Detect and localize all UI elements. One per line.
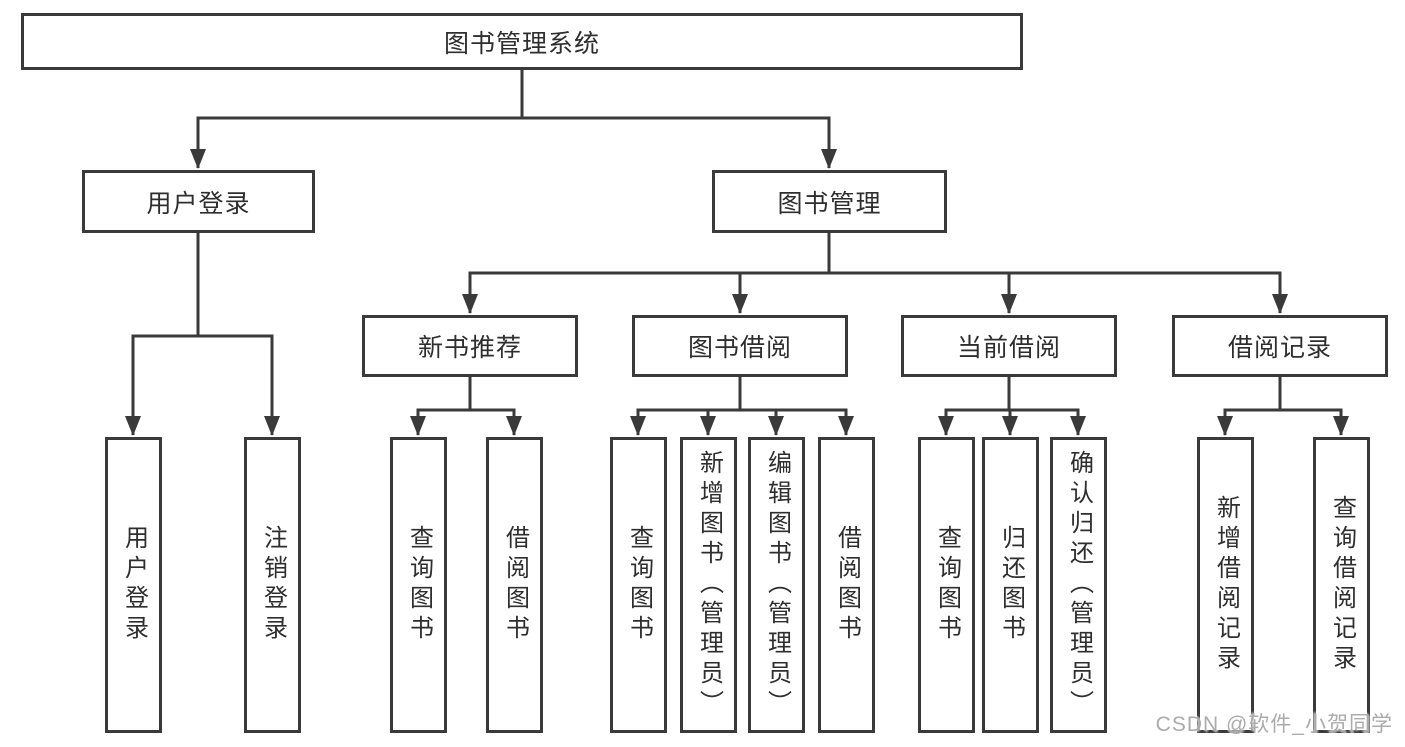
leaf-node-return-books: 归还图书 (982, 437, 1039, 733)
section-node-new-book-recommendation: 新书推荐 (362, 315, 578, 377)
connector-newbooks-query (410, 377, 472, 436)
leaf-node-add-borrow-record: 新增借阅记录 (1197, 437, 1254, 733)
connector-borrow-add (700, 377, 742, 436)
connector-records-query (1278, 377, 1349, 436)
connector-mgmt-borrow-records (827, 233, 1288, 314)
connector-current-confirm (1007, 377, 1086, 436)
node-book-management: 图书管理 (712, 170, 947, 233)
connector-records-add (1217, 377, 1282, 436)
leaf-node-confirm-return-admin: 确认归还（管理员） (1050, 437, 1107, 733)
leaf-node-edit-books-admin: 编辑图书（管理员） (748, 437, 805, 733)
leaf-node-query-books-2: 查询图书 (610, 437, 667, 733)
connector-login-user-login (125, 233, 200, 436)
connector-root-book-management (520, 70, 837, 169)
connector-borrow-query (630, 377, 742, 436)
leaf-node-borrow-books-1: 借阅图书 (486, 437, 543, 733)
section-node-book-borrowing: 图书借阅 (632, 315, 848, 377)
connector-login-logout (196, 233, 280, 436)
connector-mgmt-book-borrow (732, 233, 831, 314)
connector-mgmt-new-books (462, 233, 831, 314)
connector-current-query (938, 377, 1011, 436)
connector-borrow-borrow (738, 377, 854, 436)
leaf-node-user-login: 用户登录 (105, 437, 162, 733)
node-user-login: 用户登录 (82, 170, 315, 233)
section-node-current-borrowing: 当前借阅 (901, 315, 1117, 377)
connector-current-return (1002, 377, 1018, 436)
connector-root-user-login (190, 70, 524, 169)
watermark: CSDN @软件_小贺同学 (1155, 713, 1393, 736)
root-node-library-system: 图书管理系统 (21, 13, 1023, 70)
leaf-node-query-borrow-record: 查询借阅记录 (1313, 437, 1370, 733)
connector-mgmt-current-borrow (827, 233, 1017, 314)
leaf-node-add-books-admin: 新增图书（管理员） (680, 437, 737, 733)
connector-newbooks-borrow (468, 377, 522, 436)
leaf-node-query-books-1: 查询图书 (390, 437, 447, 733)
connector-borrow-edit (738, 377, 784, 436)
section-node-borrowing-records: 借阅记录 (1172, 315, 1388, 377)
leaf-node-borrow-books-2: 借阅图书 (818, 437, 875, 733)
leaf-node-logout: 注销登录 (244, 437, 301, 733)
leaf-node-query-books-3: 查询图书 (918, 437, 975, 733)
